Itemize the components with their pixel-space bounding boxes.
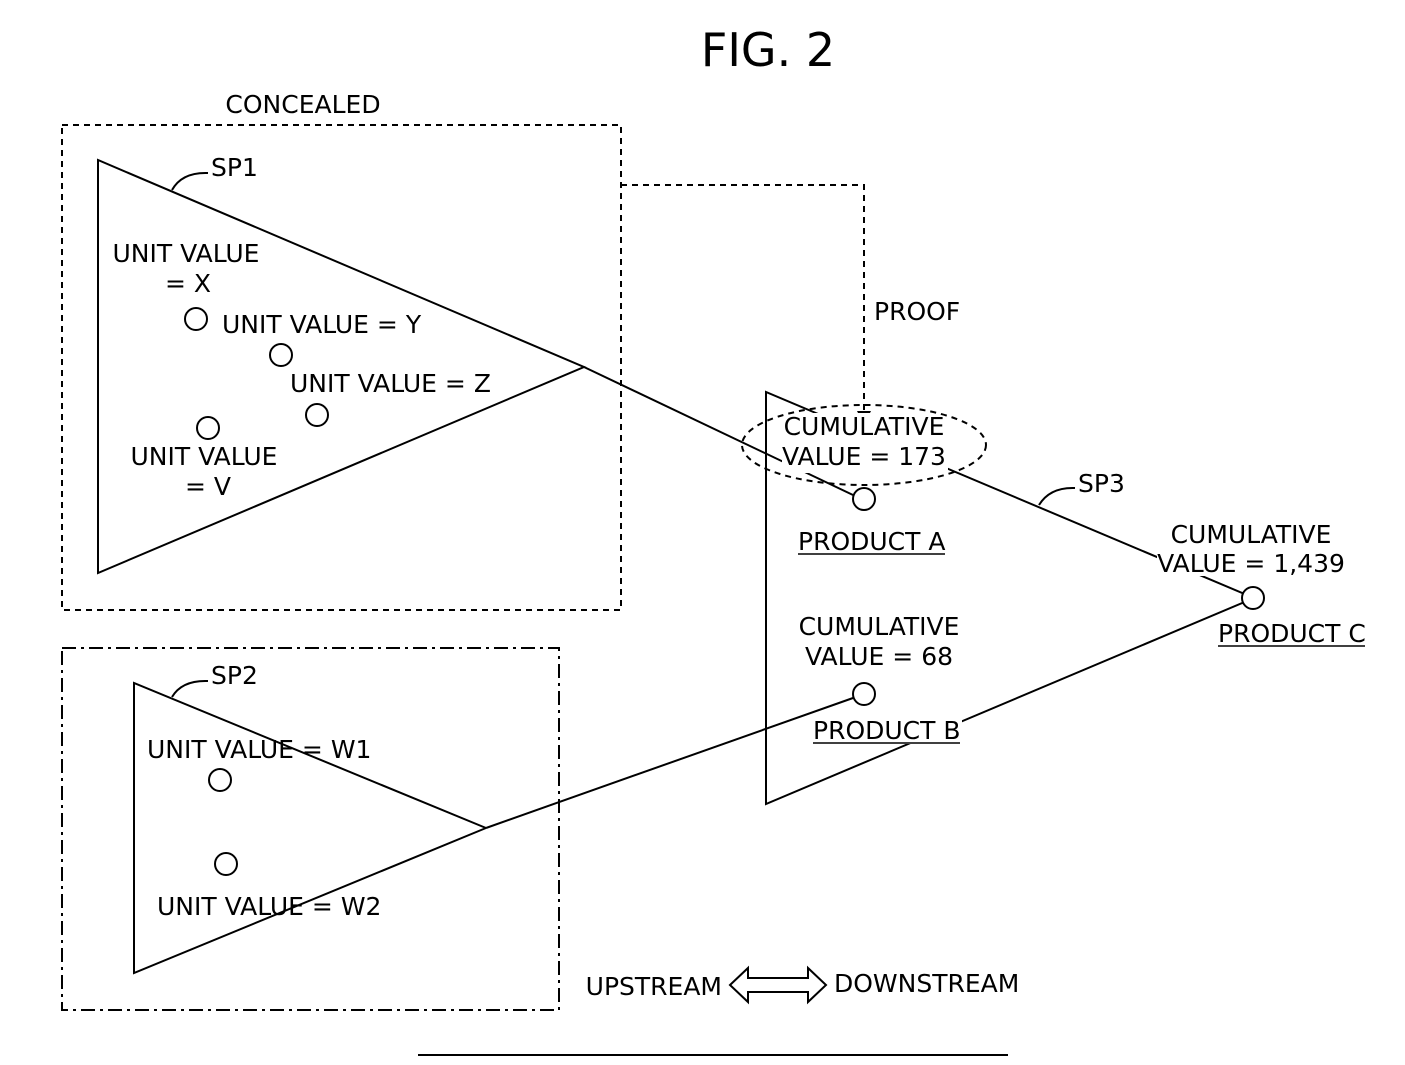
sp3-leader (1039, 488, 1075, 505)
proof-arrow-line (621, 185, 864, 413)
double-arrow-icon (730, 968, 826, 1002)
sp2-triangle (134, 683, 486, 973)
unit-value-w2: UNIT VALUE = W2 (157, 892, 381, 921)
unit-value-x-line1: UNIT VALUE (113, 239, 260, 268)
figure-title: FIG. 2 (701, 23, 835, 77)
unit-value-v-line1: UNIT VALUE (131, 442, 278, 471)
unit-value-x-line2: = X (165, 269, 211, 298)
node-z (306, 404, 328, 426)
node-product-c (1242, 587, 1264, 609)
proof-label: PROOF (874, 297, 960, 326)
product-a-cumulative-line1: CUMULATIVE (784, 412, 945, 441)
sp1-label: SP1 (211, 153, 258, 182)
sp3-label: SP3 (1078, 469, 1125, 498)
node-product-a (853, 488, 875, 510)
node-v (197, 417, 219, 439)
node-y (270, 344, 292, 366)
node-w1 (209, 769, 231, 791)
sp2-label: SP2 (211, 661, 258, 690)
product-a-cumulative-line2: VALUE = 173 (782, 442, 946, 471)
product-b-cumulative-line2: VALUE = 68 (805, 642, 953, 671)
unit-value-z: UNIT VALUE = Z (290, 369, 491, 398)
unit-value-w1: UNIT VALUE = W1 (147, 735, 371, 764)
product-b-cumulative-line1: CUMULATIVE (799, 612, 960, 641)
product-c-cumulative-line1: CUMULATIVE (1171, 520, 1332, 549)
downstream-label: DOWNSTREAM (834, 969, 1019, 998)
link-sp2-to-product-b (486, 698, 853, 828)
product-b-name: PRODUCT B (813, 716, 961, 745)
concealed-label: CONCEALED (225, 90, 380, 119)
product-c-cumulative-line2: VALUE = 1,439 (1157, 549, 1345, 578)
sp2-leader (172, 681, 208, 697)
unit-value-y: UNIT VALUE = Y (222, 310, 422, 339)
node-w2 (215, 853, 237, 875)
product-a-name: PRODUCT A (798, 527, 945, 556)
node-x (185, 308, 207, 330)
sp1-triangle (98, 160, 584, 573)
unit-value-v-line2: = V (185, 472, 231, 501)
upstream-label: UPSTREAM (586, 972, 722, 1001)
node-product-b (853, 683, 875, 705)
concealed-box (62, 125, 621, 610)
sp1-leader (172, 173, 208, 190)
product-c-name: PRODUCT C (1218, 619, 1366, 648)
